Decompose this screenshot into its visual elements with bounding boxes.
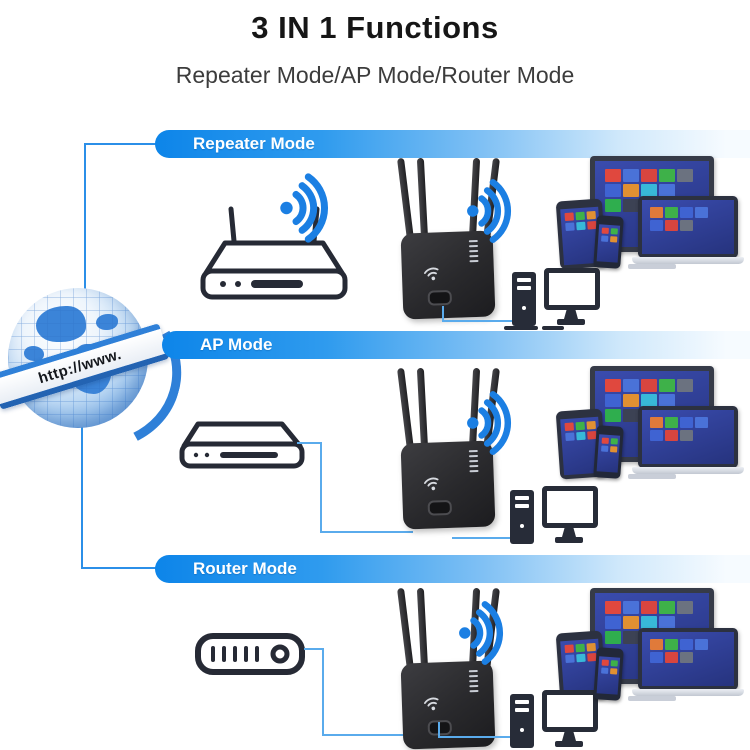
wifi-signal-icon (459, 601, 504, 665)
ethernet-cable (320, 442, 322, 533)
antenna (397, 587, 414, 671)
desktop-computer-icon (504, 268, 604, 330)
smartphone (593, 425, 624, 479)
desktop-computer-icon (510, 486, 602, 548)
client-devices-cluster (555, 588, 750, 720)
pc-monitor-stand (564, 310, 578, 319)
pc-monitor-stand (562, 732, 576, 741)
client-devices-cluster (555, 156, 750, 288)
pc-tower (510, 490, 534, 544)
banner-repeater-mode-label: Repeater Mode (193, 134, 315, 153)
connector-line-repeater (84, 143, 86, 295)
desktop-computer-icon (510, 690, 602, 750)
repeater-body (400, 440, 496, 530)
repeater-device (392, 586, 504, 750)
antenna (416, 367, 429, 451)
pc-monitor-base (557, 319, 585, 325)
globe-continent (36, 306, 86, 342)
wifi-signal-icon (467, 391, 512, 455)
client-devices-cluster (555, 366, 750, 498)
wps-button (427, 499, 453, 516)
repeater-wifi-logo (424, 267, 439, 281)
ethernet-cable (442, 306, 444, 322)
phone-screen (596, 656, 621, 695)
phone-screen (596, 434, 621, 473)
repeater-device (392, 366, 504, 532)
pc-monitor-stand (562, 528, 576, 537)
ethernet-cable (297, 442, 322, 444)
globe-continent (96, 314, 118, 330)
banner-router-mode-label: Router Mode (193, 559, 297, 578)
ethernet-cable (438, 722, 440, 738)
antenna (397, 367, 414, 451)
wifi-signal-icon (280, 173, 328, 243)
pc-monitor (542, 486, 598, 528)
banner-repeater-mode: Repeater Mode (155, 130, 750, 158)
antenna (416, 157, 429, 241)
connector-line-router (81, 408, 83, 569)
phone-screen (596, 224, 621, 263)
globe-continent (24, 346, 44, 361)
ethernet-cable (320, 531, 413, 533)
laptop (632, 196, 744, 266)
laptop-base (632, 467, 744, 474)
wifi-signal-icon (467, 179, 512, 243)
led-indicators (468, 669, 479, 693)
smartphone (593, 647, 624, 701)
laptop-screen (642, 200, 734, 254)
laptop-base (632, 257, 744, 264)
page-subtitle: Repeater Mode/AP Mode/Router Mode (175, 62, 575, 88)
antenna (397, 157, 414, 241)
laptop-screen (642, 632, 734, 686)
connector-line-repeater-h (84, 143, 156, 145)
repeater-body (400, 660, 496, 750)
monitor-base (628, 474, 676, 479)
page-title: 3 IN 1 Functions (251, 10, 499, 45)
laptop (632, 406, 744, 476)
ethernet-cable (322, 648, 324, 736)
monitor-base (628, 696, 676, 701)
laptop-screen (642, 410, 734, 464)
modem-bars-icon (195, 633, 305, 675)
connector-line-router-h (81, 567, 157, 569)
laptop-base (632, 689, 744, 696)
ethernet-cable (322, 734, 414, 736)
pc-monitor (544, 268, 600, 310)
monitor-base (628, 264, 676, 269)
banner-ap-mode: AP Mode (162, 331, 750, 359)
pc-shadow (542, 326, 564, 330)
wifi-router-icon (200, 206, 348, 300)
ethernet-cable (452, 537, 514, 539)
repeater-body (400, 230, 496, 320)
banner-ap-mode-label: AP Mode (200, 335, 273, 354)
pc-tower (512, 272, 536, 326)
ethernet-cable (304, 648, 324, 650)
antenna (416, 587, 429, 671)
internet-globe-icon: http://www. (0, 261, 202, 473)
wps-button (427, 289, 453, 306)
smartphone (593, 215, 624, 269)
pc-tower (510, 694, 534, 748)
ethernet-cable (438, 736, 514, 738)
repeater-device (392, 156, 504, 322)
pc-monitor (542, 690, 598, 732)
pc-monitor-base (555, 537, 583, 543)
pc-shadow (504, 326, 538, 330)
ethernet-cable (442, 320, 516, 322)
pc-monitor-base (555, 741, 583, 747)
repeater-wifi-logo (424, 697, 439, 711)
repeater-wifi-logo (424, 477, 439, 491)
banner-router-mode: Router Mode (155, 555, 750, 583)
laptop (632, 628, 744, 698)
modem-box-icon (179, 421, 305, 469)
